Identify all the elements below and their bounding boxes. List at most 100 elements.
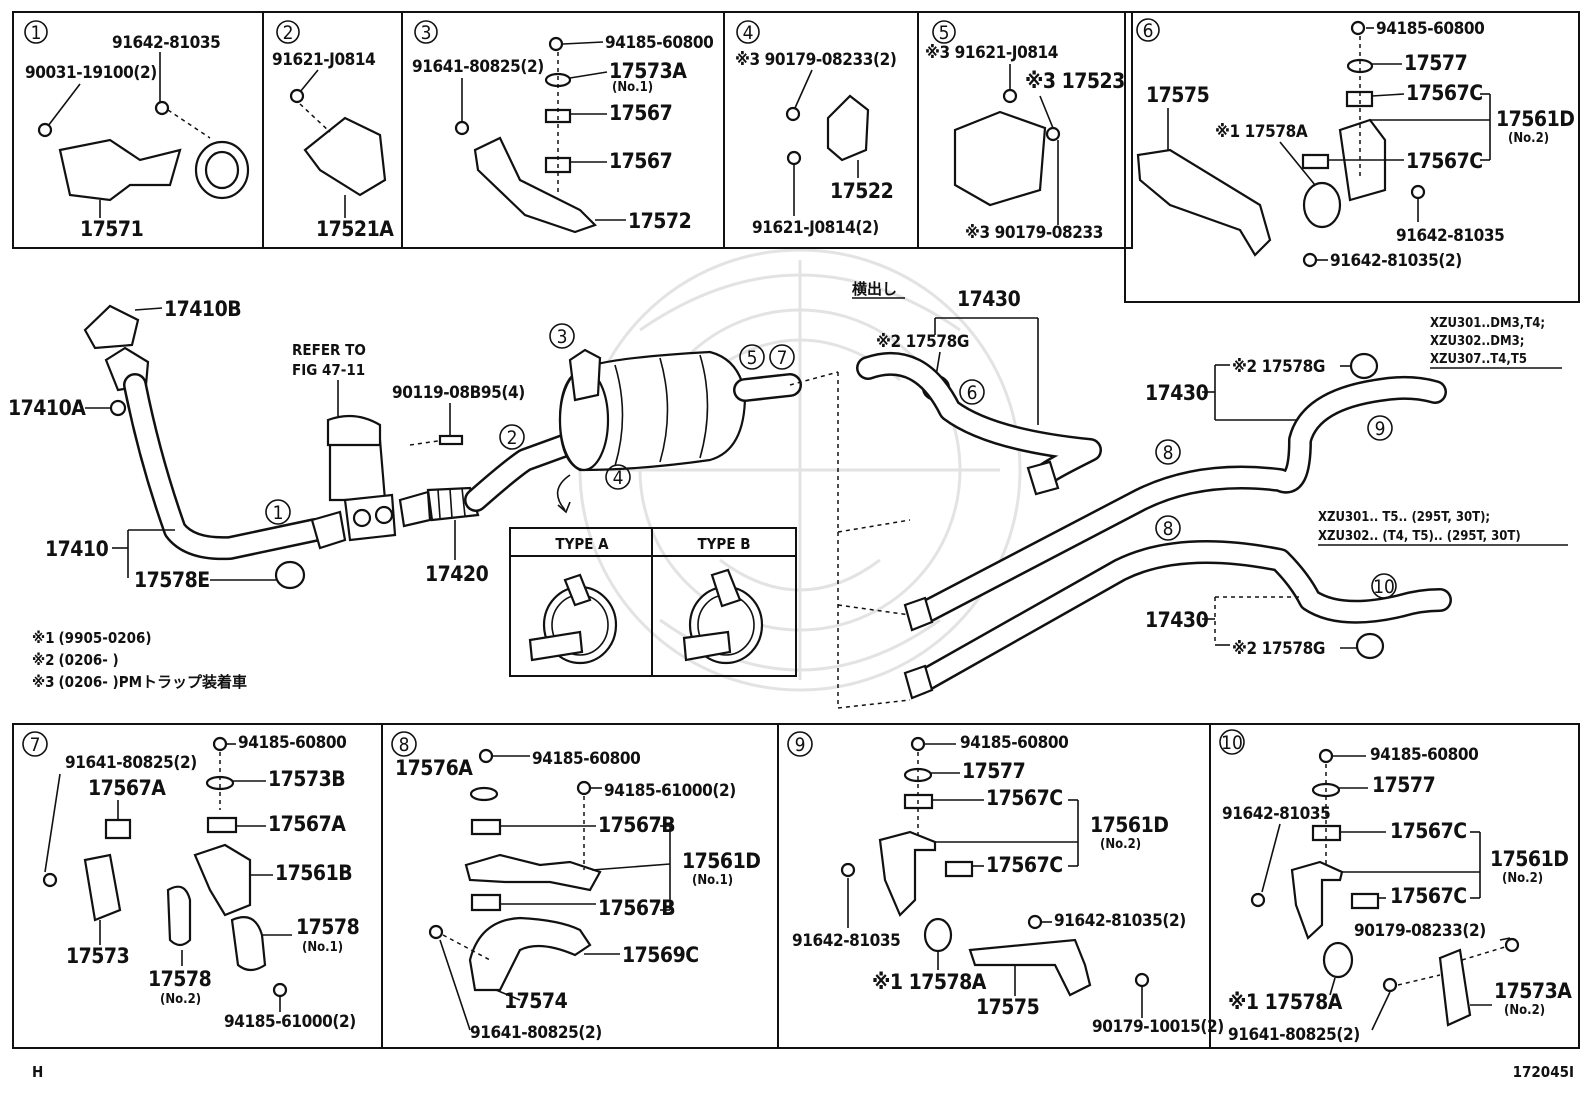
box-5: 5 ※3 91621-J0814 ※3 17523 ※3 90179-08233 [925,20,1125,243]
part-label: 94185-60800 [1376,19,1484,39]
nut-icon [212,736,228,752]
part-label: ※1 17578A [1228,990,1343,1014]
part-label: ※2 17578G [1232,357,1325,377]
box-7: 7 94185-60800 91641-80825(2) 17573B 1756… [22,731,360,1032]
part-label: 91641-80825(2) [470,1023,602,1043]
part-label: 17567C [986,786,1063,810]
part-label: 17567C [1390,819,1467,843]
bolt-icon [154,100,170,116]
circle-8: 8 [1163,442,1174,464]
circle-4: 4 [743,22,754,44]
part-label: 17410B [164,297,241,321]
part-label: 17410 [45,537,109,561]
footnote-1: ※1(9905-0206) [32,629,152,647]
part-label: 17561D [1490,847,1568,871]
part-label: (No.2) [160,992,201,1007]
part-label: 17567B [598,813,675,837]
part-label: 17574 [504,989,568,1013]
bolt-icon [1382,977,1398,993]
diagram-id: 172045I [1513,1063,1574,1081]
washer-icon [469,786,499,802]
plate-17561d-icon [464,853,602,892]
type-b-label: TYPE B [697,535,750,553]
nut-icon [910,736,926,752]
part-label: 17571 [80,217,143,241]
variant-note: XZU302.. (T4, T5).. (295T, 30T) [1318,529,1521,544]
cushion-icon [104,818,132,840]
part-label: 90179-08233(2) [1354,921,1486,941]
part-label: 17573 [66,944,129,968]
footnote-2: ※2(0206- ) [32,651,119,669]
box-10: 10 94185-60800 17577 91642-81035 17567C … [1219,729,1573,1045]
part-label: 17561D [1090,813,1168,837]
bolt-icon [42,872,58,888]
part-label: ※2 17578G [1232,639,1325,659]
cushion-icon [1345,90,1374,108]
part-label: (No.2) [1100,837,1141,852]
part-label: 91642-81035 [1396,226,1504,246]
part-label: 94185-60800 [532,749,640,769]
part-label: 17430 [957,287,1021,311]
bolt-icon [1250,892,1266,908]
main-assembly: 17410B 17410A 1 17410 17578E REFER TO FI… [8,280,1568,709]
part-label: ※3 90179-08233 [965,223,1103,243]
part-label: 17561D [1496,107,1574,131]
cushion-icon [470,818,502,836]
circle-4: 4 [613,467,624,489]
bracket-17561b-icon [193,843,252,917]
part-label: 17569C [622,943,699,967]
clamp-17578g-icon [1349,352,1379,380]
footnote-3: ※3(0206- )PMトラップ装着車 [32,673,247,691]
part-label: ※1 17578A [872,970,987,994]
clamp-17578-no2-icon [166,885,192,947]
circle-9: 9 [1375,418,1386,440]
box-4: 4 ※3 90179-08233(2) 17522 91621-J0814(2) [735,20,897,238]
nut-icon [1134,972,1150,988]
part-label: ※3 90179-08233(2) [735,50,896,70]
circle-5: 5 [747,347,758,369]
part-label: 17420 [425,562,489,586]
nut-icon [1045,126,1061,142]
bolt-icon [840,862,856,878]
cushion-icon [206,816,238,834]
circle-10: 10 [1373,576,1395,598]
part-label: 90119-08B95(4) [392,383,525,403]
corner-mark: H [32,1063,43,1081]
clamp-17578-no1-icon [230,916,267,972]
flange-icon [310,510,347,550]
nut-icon [548,36,564,52]
muffler-bracket-icon [568,348,602,402]
part-label: ※3 17523 [1025,69,1125,93]
part-label: 17567B [598,896,675,920]
flange-icon [398,490,432,528]
circle-2: 2 [507,427,518,449]
circle-7: 7 [777,347,788,369]
clamp-17578a-icon [1302,181,1342,229]
part-label: 90179-10015(2) [1092,1017,1224,1037]
part-label: 17522 [830,179,893,203]
part-label: 17572 [628,209,691,233]
part-label: 17567 [609,149,672,173]
part-label: (No.2) [1502,871,1543,886]
box-6-frame [1124,11,1580,303]
box-1: 1 91642-81035 90031-19100(2) 17571 [24,20,250,241]
refer-to-line2: FIG 47-11 [292,361,365,379]
nut-icon [1350,20,1366,36]
bracket-17572-icon [473,136,598,234]
bracket-17573a-icon [1438,948,1472,1027]
cushion-icon [1350,892,1380,910]
type-b-illustration [682,568,764,665]
gasket-17410b-icon [83,304,140,350]
part-label: 17567A [88,776,166,800]
insulator-17522-icon [826,94,870,162]
circle-6: 6 [967,382,978,404]
bolt-icon [786,150,802,166]
bracket-17561d-icon [878,830,937,917]
yokodashi-label: 横出し [852,280,897,298]
circle-2: 2 [283,22,294,44]
box-2: 2 91621-J0814 17521A [272,20,395,241]
part-label: 17567C [1406,81,1483,105]
box-3: 3 94185-60800 91641-80825(2) 17573A (No.… [412,20,714,234]
part-label: 91642-81035(2) [1330,251,1462,271]
insulator-17523-icon [953,110,1047,207]
